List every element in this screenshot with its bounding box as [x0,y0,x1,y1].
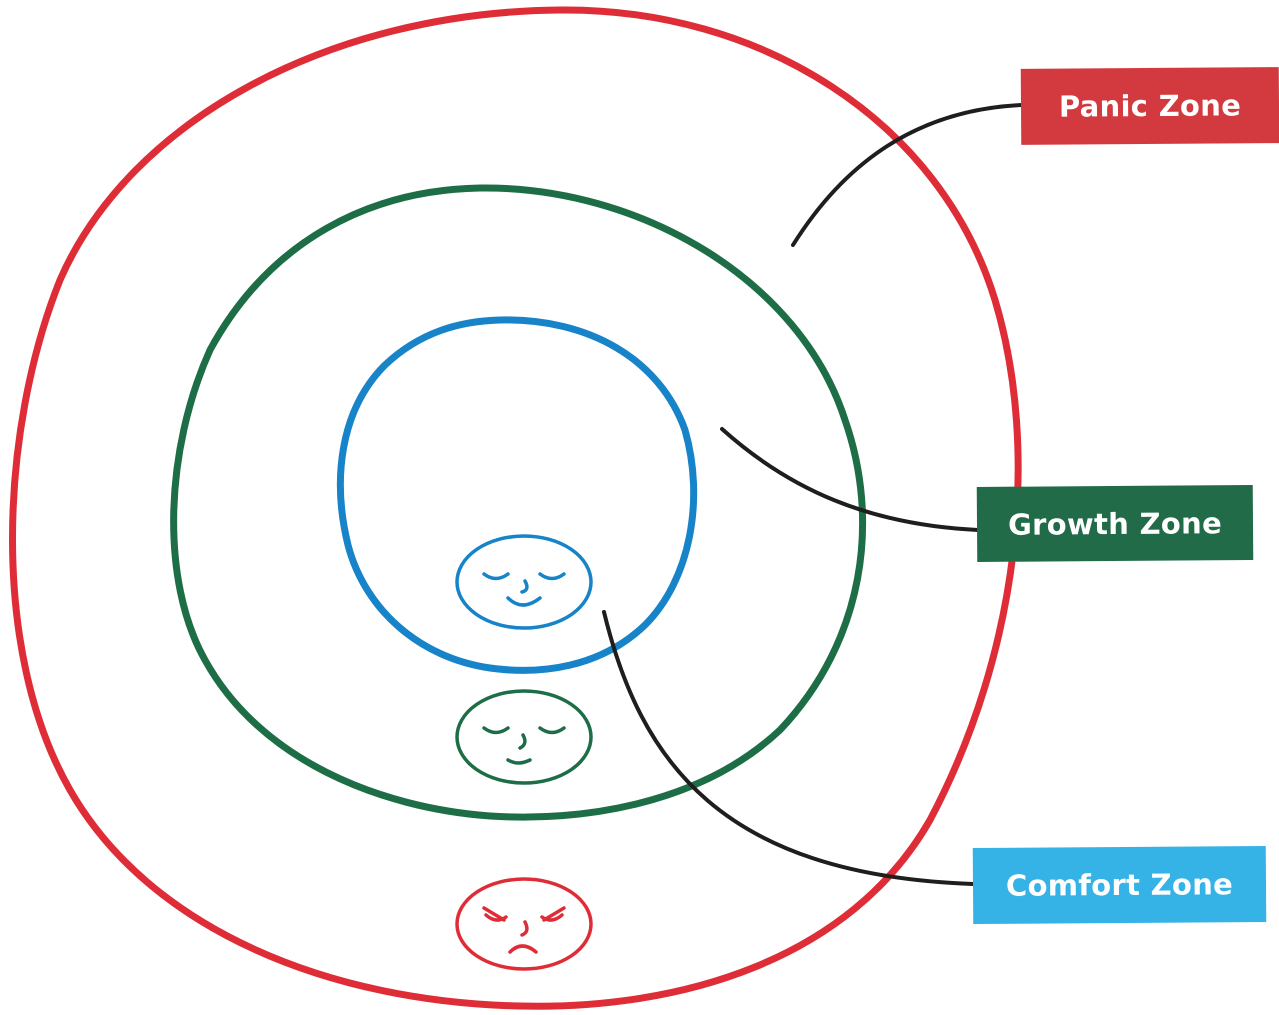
comfort-zone-label: Comfort Zone [972,845,1267,925]
growth-zone-ring [170,184,867,821]
distressed-face-icon [455,877,593,971]
growth-leader-line [720,427,980,532]
calm-face-icon [455,689,593,785]
comfort-zone-ring [336,316,698,674]
panic-leader-line [791,103,1024,247]
growth-zone-label: Growth Zone [976,485,1254,562]
happy-face-icon [455,534,593,630]
panic-zone-label: Panic Zone [1020,67,1279,145]
comfort-leader-line [602,610,975,886]
panic-zone-ring [9,6,1022,1010]
